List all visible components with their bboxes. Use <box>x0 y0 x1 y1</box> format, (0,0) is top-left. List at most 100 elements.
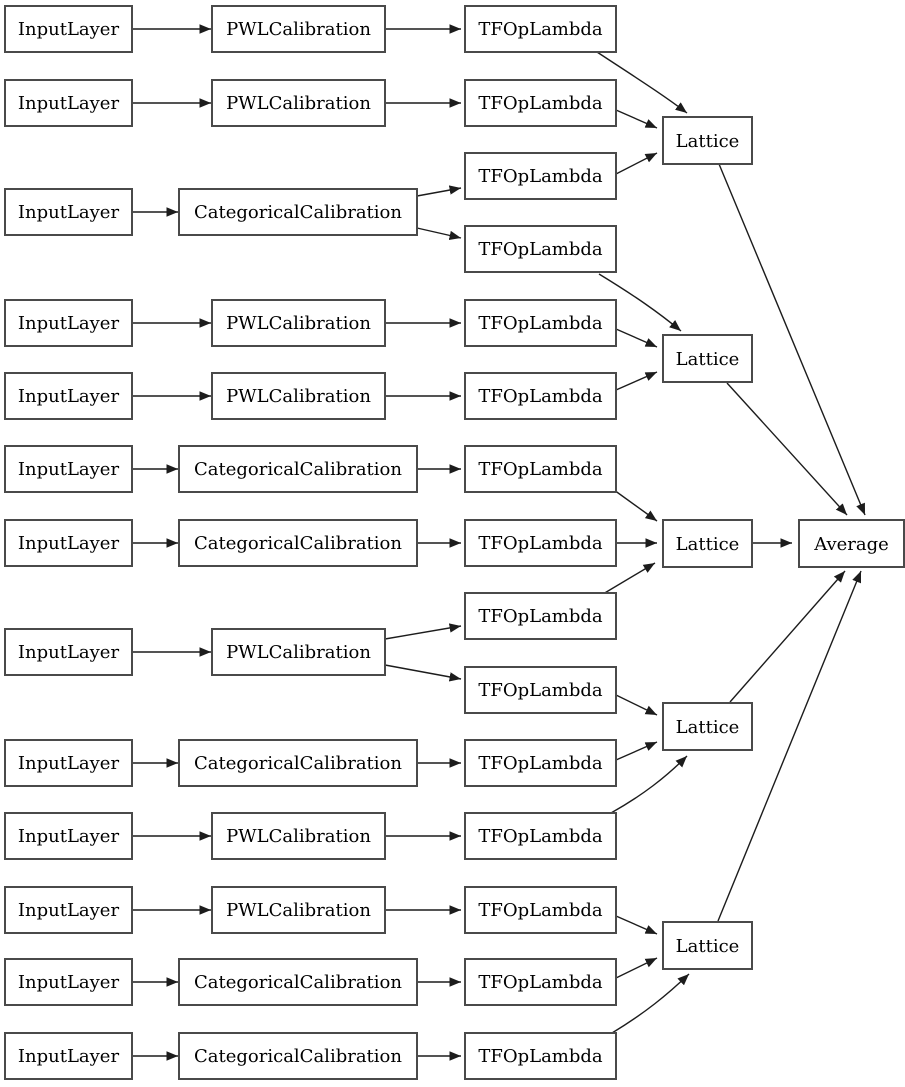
node-input-5: InputLayer <box>4 372 133 420</box>
node-input-3-label: InputLayer <box>18 202 120 223</box>
node-input-10: InputLayer <box>4 812 133 860</box>
node-cat-12: CategoricalCalibration <box>178 958 418 1006</box>
node-lattice-4-label: Lattice <box>676 717 740 738</box>
node-input-6-label: InputLayer <box>18 459 120 480</box>
node-pwl-11: PWLCalibration <box>211 886 386 934</box>
node-cat-7-label: CategoricalCalibration <box>194 533 402 554</box>
node-lambda-3b: TFOpLambda <box>464 225 617 273</box>
node-lambda-13-label: TFOpLambda <box>478 1046 603 1067</box>
node-lattice-2: Lattice <box>662 334 753 383</box>
edge-lambda-8b-to-lattice-4 <box>615 694 658 716</box>
node-input-5-label: InputLayer <box>18 386 120 407</box>
node-lambda-12: TFOpLambda <box>464 958 617 1006</box>
node-lambda-12-label: TFOpLambda <box>478 972 603 993</box>
node-input-6: InputLayer <box>4 445 133 493</box>
edge-lambda-4-to-lattice-2 <box>615 328 658 348</box>
node-pwl-4: PWLCalibration <box>211 299 386 347</box>
node-lambda-8a-label: TFOpLambda <box>478 606 603 627</box>
edge-lattice-1-to-average <box>718 163 866 516</box>
node-lambda-6-label: TFOpLambda <box>478 459 603 480</box>
node-pwl-1-label: PWLCalibration <box>226 19 371 40</box>
node-pwl-5: PWLCalibration <box>211 372 386 420</box>
node-input-10-label: InputLayer <box>18 826 120 847</box>
node-input-7: InputLayer <box>4 519 133 567</box>
node-lattice-5-label: Lattice <box>676 936 740 957</box>
node-lambda-4: TFOpLambda <box>464 299 617 347</box>
node-input-2-label: InputLayer <box>18 93 120 114</box>
node-lattice-3: Lattice <box>662 519 753 568</box>
node-lambda-2-label: TFOpLambda <box>478 93 603 114</box>
node-cat-3: CategoricalCalibration <box>178 188 418 236</box>
node-lambda-8a: TFOpLambda <box>464 592 617 640</box>
node-lattice-4: Lattice <box>662 702 753 751</box>
node-average-label: Average <box>813 534 889 555</box>
node-lambda-8b-label: TFOpLambda <box>478 680 603 701</box>
node-pwl-2-label: PWLCalibration <box>226 93 371 114</box>
node-input-4-label: InputLayer <box>18 313 120 334</box>
edge-cat-3-to-lambda-3b <box>416 227 462 241</box>
edge-pwl-8-to-lambda-8a <box>384 623 462 640</box>
edge-lambda-3a-to-lattice-1 <box>615 152 658 175</box>
node-cat-13: CategoricalCalibration <box>178 1032 418 1080</box>
node-lambda-7: TFOpLambda <box>464 519 617 567</box>
node-input-7-label: InputLayer <box>18 533 120 554</box>
node-lambda-10-label: TFOpLambda <box>478 826 603 847</box>
node-pwl-10: PWLCalibration <box>211 812 386 860</box>
node-lambda-9-label: TFOpLambda <box>478 753 603 774</box>
node-pwl-8-label: PWLCalibration <box>226 642 371 663</box>
node-pwl-1: PWLCalibration <box>211 5 386 53</box>
node-lattice-3-label: Lattice <box>676 534 740 555</box>
node-cat-3-label: CategoricalCalibration <box>194 202 402 223</box>
edge-lambda-5-to-lattice-2 <box>615 371 658 391</box>
node-average: Average <box>798 519 905 568</box>
node-input-9-label: InputLayer <box>18 753 120 774</box>
node-input-11-label: InputLayer <box>18 900 120 921</box>
node-lambda-5-label: TFOpLambda <box>478 386 603 407</box>
edge-lattice-2-to-average <box>726 382 848 516</box>
node-lattice-2-label: Lattice <box>676 349 740 370</box>
node-input-3: InputLayer <box>4 188 133 236</box>
edge-lambda-11-to-lattice-5 <box>615 915 658 935</box>
edge-pwl-8-to-lambda-8b <box>384 664 462 682</box>
node-input-13-label: InputLayer <box>18 1046 120 1067</box>
node-cat-13-label: CategoricalCalibration <box>194 1046 402 1067</box>
node-lambda-1: TFOpLambda <box>464 5 617 53</box>
node-lambda-2: TFOpLambda <box>464 79 617 127</box>
node-lambda-4-label: TFOpLambda <box>478 313 603 334</box>
node-pwl-2: PWLCalibration <box>211 79 386 127</box>
node-input-4: InputLayer <box>4 299 133 347</box>
node-pwl-11-label: PWLCalibration <box>226 900 371 921</box>
node-lambda-11: TFOpLambda <box>464 886 617 934</box>
edge-lambda-8a-to-lattice-3 <box>602 562 656 595</box>
node-cat-9: CategoricalCalibration <box>178 739 418 787</box>
edge-cat-3-to-lambda-3a <box>416 185 462 197</box>
node-cat-7: CategoricalCalibration <box>178 519 418 567</box>
node-input-9: InputLayer <box>4 739 133 787</box>
node-input-8: InputLayer <box>4 628 133 676</box>
node-pwl-8: PWLCalibration <box>211 628 386 676</box>
node-lambda-8b: TFOpLambda <box>464 666 617 714</box>
node-lambda-11-label: TFOpLambda <box>478 900 603 921</box>
node-cat-6: CategoricalCalibration <box>178 445 418 493</box>
node-lattice-1-label: Lattice <box>676 131 740 152</box>
edge-lambda-12-to-lattice-5 <box>615 957 658 979</box>
node-lambda-3a: TFOpLambda <box>464 152 617 200</box>
node-lambda-10: TFOpLambda <box>464 812 617 860</box>
node-cat-12-label: CategoricalCalibration <box>194 972 402 993</box>
edge-lambda-6-to-lattice-3 <box>613 489 658 522</box>
node-lattice-1: Lattice <box>662 116 753 165</box>
node-lambda-6: TFOpLambda <box>464 445 617 493</box>
edge-lambda-1-to-lattice-1 <box>596 51 688 114</box>
node-lattice-5: Lattice <box>662 921 753 970</box>
node-lambda-5: TFOpLambda <box>464 372 617 420</box>
node-input-1-label: InputLayer <box>18 19 120 40</box>
edge-lambda-10-to-lattice-4 <box>610 755 688 814</box>
node-lambda-1-label: TFOpLambda <box>478 19 603 40</box>
node-input-1: InputLayer <box>4 5 133 53</box>
node-input-12-label: InputLayer <box>18 972 120 993</box>
node-input-2: InputLayer <box>4 79 133 127</box>
edge-lambda-3b-to-lattice-2 <box>598 273 682 332</box>
node-lambda-3a-label: TFOpLambda <box>478 166 603 187</box>
